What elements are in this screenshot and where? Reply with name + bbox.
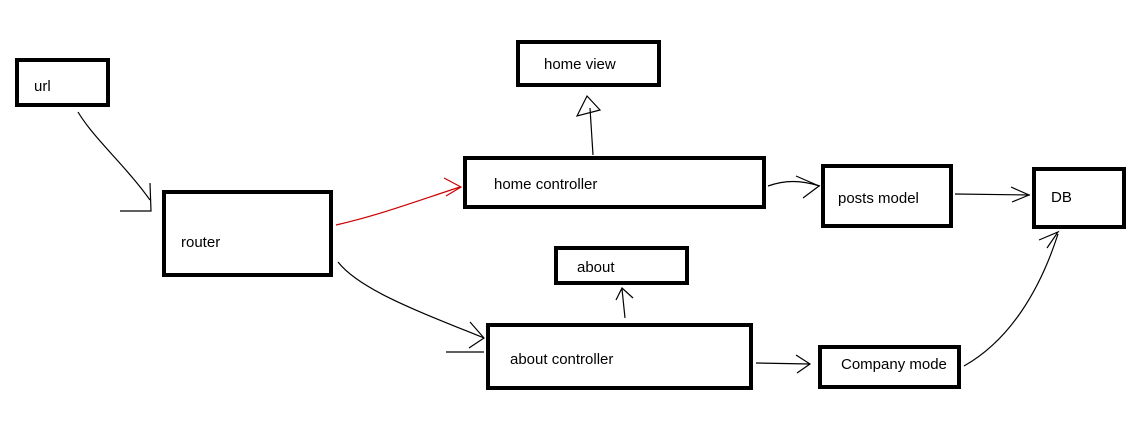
node-posts-model-label: posts model	[838, 190, 919, 207]
edge-company-model-to-db	[963, 230, 1060, 367]
node-posts-model: posts model	[821, 164, 953, 228]
node-url-label: url	[34, 78, 51, 95]
node-router-label: router	[181, 234, 221, 251]
node-home-controller: home controller	[463, 156, 766, 209]
node-about-controller-label: about controller	[510, 351, 614, 368]
edge-url-to-router	[77, 111, 152, 212]
node-home-view: home view	[516, 40, 661, 87]
edge-router-to-home-controller	[335, 177, 463, 226]
node-home-view-label: home view	[544, 56, 616, 73]
node-url: url	[15, 58, 110, 107]
node-db-label: DB	[1051, 189, 1072, 206]
edge-about-controller-to-about	[615, 287, 634, 319]
node-company-model: Company mode	[818, 345, 961, 389]
node-about-view-label: about	[577, 259, 615, 276]
node-db: DB	[1032, 167, 1126, 229]
node-about-view: about	[554, 246, 689, 285]
edge-router-to-about-controller	[337, 261, 485, 353]
node-home-controller-label: home controller	[494, 176, 598, 193]
edge-posts-model-to-db	[954, 186, 1031, 203]
node-router: router	[162, 190, 333, 277]
edge-home-controller-to-posts-model	[767, 175, 821, 199]
edge-home-controller-to-home-view	[575, 94, 602, 156]
node-about-controller: about controller	[486, 323, 753, 390]
node-company-model-label: Company mode	[841, 356, 947, 373]
edge-about-controller-to-company-model	[755, 354, 812, 374]
